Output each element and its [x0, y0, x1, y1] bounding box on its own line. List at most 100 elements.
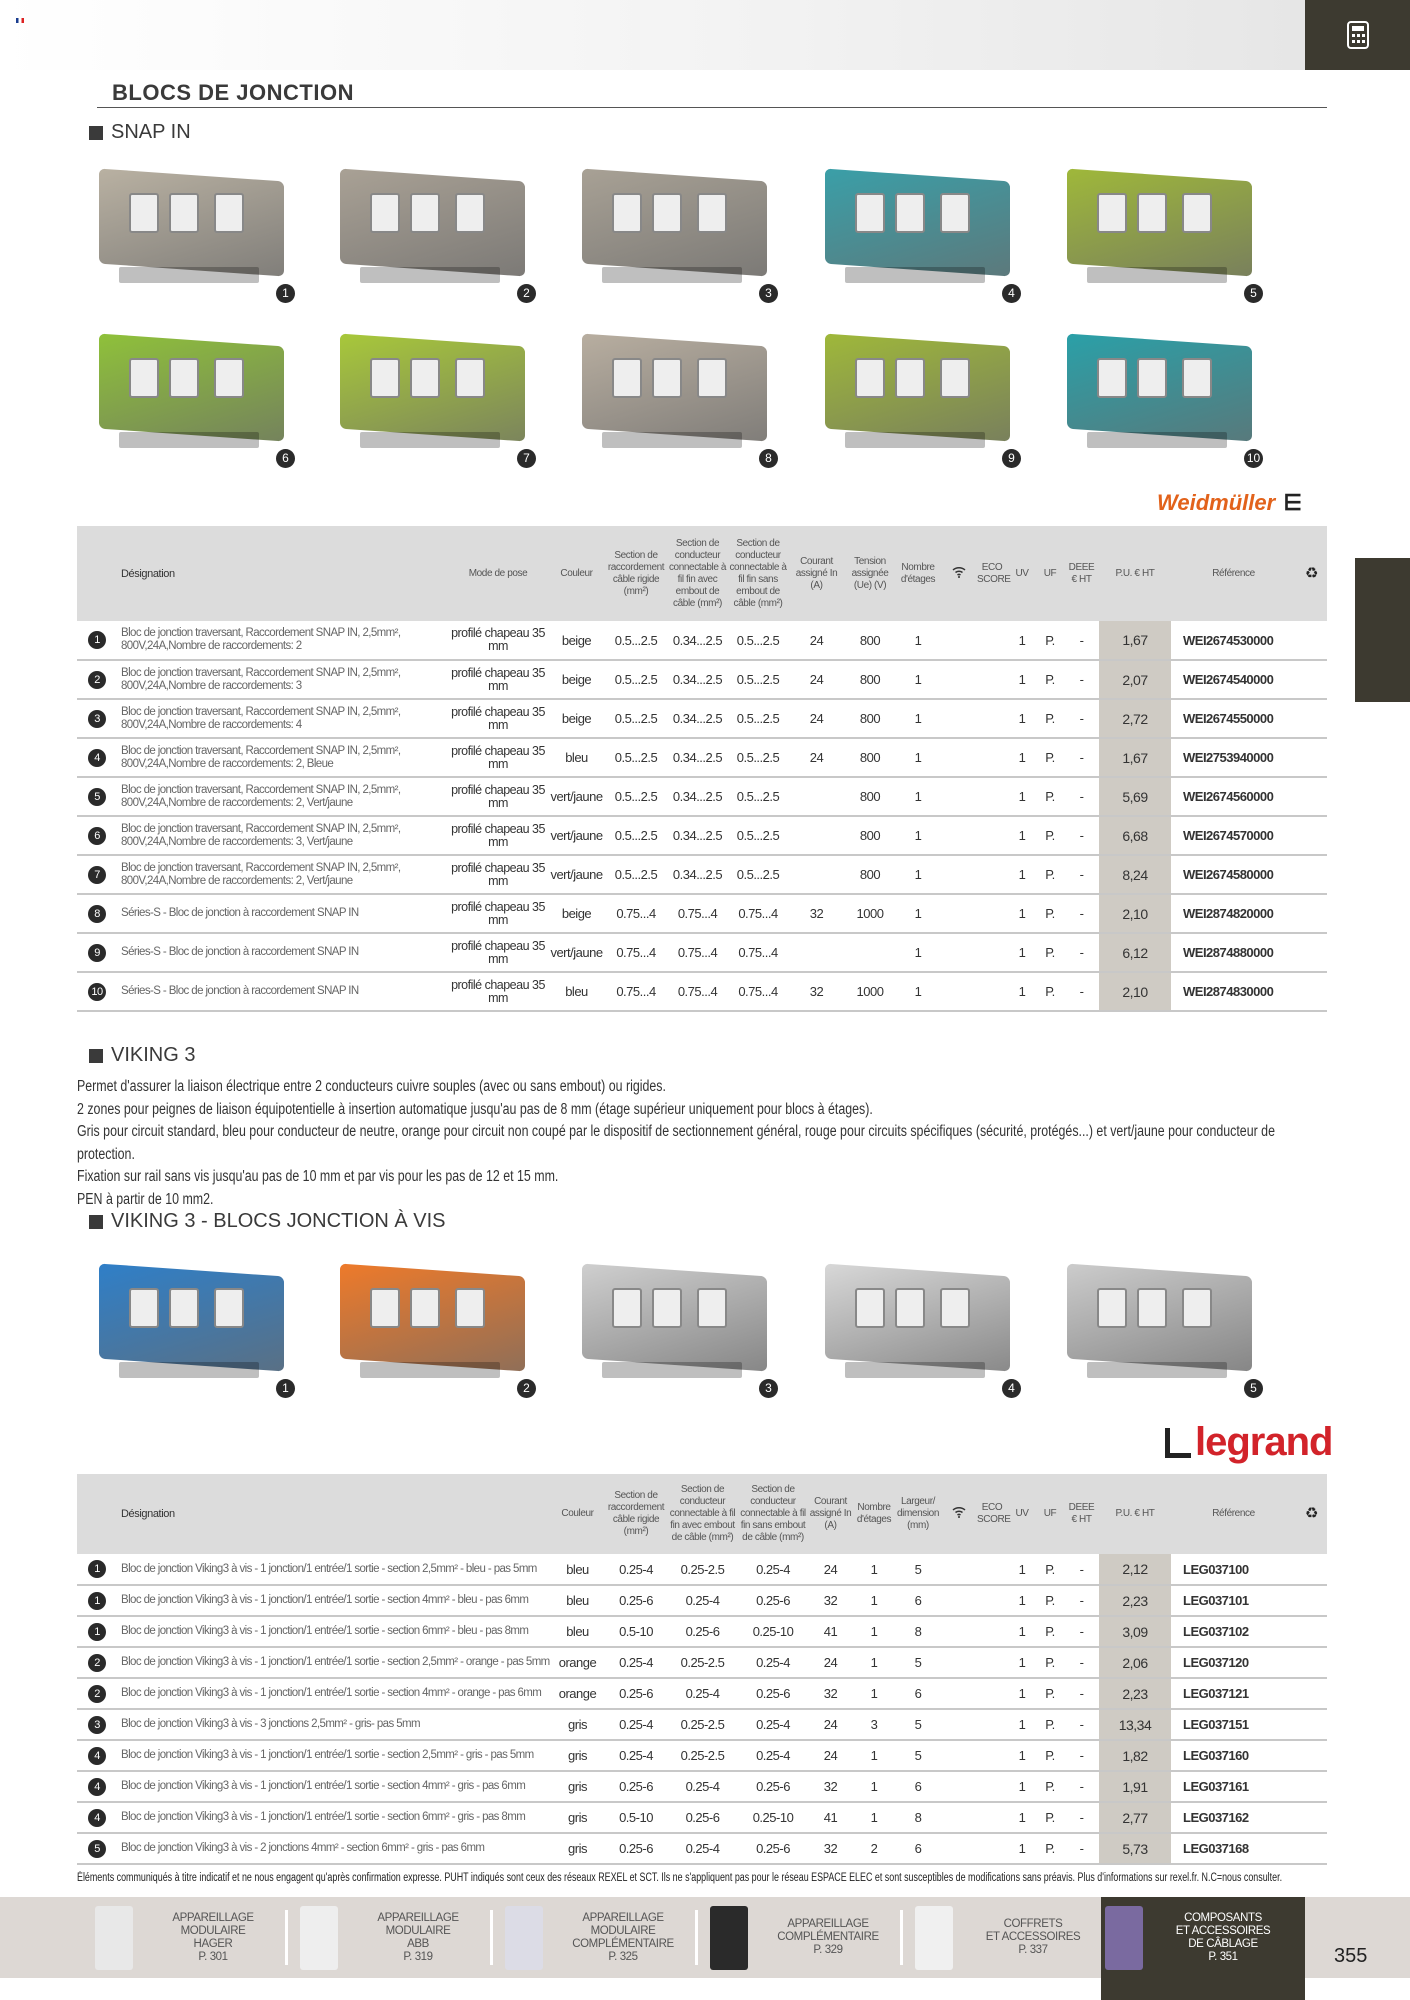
rail-foot — [360, 267, 500, 283]
cell — [976, 699, 1008, 739]
cell: 1 — [1008, 1771, 1036, 1803]
cell — [976, 933, 1008, 973]
clamp-shape — [612, 358, 642, 398]
cell — [1296, 699, 1327, 739]
column-header: ECO SCORE — [976, 526, 1011, 621]
cell: 0.5...2.5 — [605, 777, 667, 817]
cell: 6 — [895, 1833, 941, 1865]
cell — [976, 621, 1008, 661]
cell: 4 — [77, 1802, 117, 1834]
unit-price: 1,91 — [1099, 1771, 1171, 1803]
clamp-shape — [652, 193, 682, 233]
cell: P. — [1036, 1678, 1064, 1710]
cell: P. — [1036, 1709, 1064, 1741]
image-number-badge: 7 — [517, 449, 536, 468]
designation: Séries-S - Bloc de jonction à raccordeme… — [117, 972, 448, 1012]
cell: 0.25-4 — [667, 1833, 738, 1865]
column-header: Tension assignée (Ue) (V) — [845, 526, 895, 621]
cell — [976, 1616, 1008, 1648]
row-number-badge: 1 — [88, 631, 106, 649]
cell: 0.75...4 — [728, 972, 788, 1012]
designation: Bloc de jonction traversant, Raccordemen… — [117, 660, 448, 700]
cell: vert/jaune — [548, 933, 605, 973]
mode-de-pose: profilé chapeau 35 mm — [448, 933, 548, 973]
column-header: UF — [1036, 526, 1064, 621]
section-side-tab[interactable] — [1355, 558, 1410, 702]
product-image: 1 — [89, 1250, 299, 1400]
clamp-shape — [855, 1288, 885, 1328]
cell: 0.25-4 — [605, 1740, 667, 1772]
clamp-shape — [940, 193, 970, 233]
cell: 0.5-10 — [605, 1616, 667, 1648]
unit-price: 13,34 — [1099, 1709, 1171, 1741]
cell: 5 — [895, 1554, 941, 1586]
cell: 32 — [808, 1678, 853, 1710]
cell — [788, 777, 845, 817]
product-image: 3 — [572, 155, 782, 305]
cell: 1 — [77, 1585, 117, 1617]
unit-price: 6,68 — [1099, 816, 1171, 856]
label-line: COMPLÉMENTAIRE — [572, 1937, 674, 1950]
cell: 5 — [895, 1709, 941, 1741]
cell: 0.25-6 — [738, 1771, 808, 1803]
cell: 0.5-10 — [605, 1802, 667, 1834]
designation: Bloc de jonction traversant, Raccordemen… — [117, 777, 448, 817]
clamp-shape — [1097, 193, 1127, 233]
cell: orange — [550, 1647, 605, 1679]
cell: 0.25-4 — [667, 1678, 738, 1710]
cell: 4 — [77, 738, 117, 778]
cell: P. — [1036, 1554, 1064, 1586]
row-number-badge: 1 — [88, 1591, 106, 1610]
cell: 1 — [1008, 1554, 1036, 1586]
cell — [941, 816, 976, 856]
cell: 1 — [895, 777, 941, 817]
calculator-button[interactable] — [1305, 0, 1410, 70]
clamp-shape — [697, 193, 727, 233]
cell: 0.5...2.5 — [728, 777, 788, 817]
cell — [941, 1554, 976, 1586]
column-header: UV — [1008, 1474, 1036, 1554]
clamp-shape — [129, 1288, 159, 1328]
cell — [941, 1740, 976, 1772]
cell: vert/jaune — [548, 816, 605, 856]
section-heading-text: VIKING 3 — [111, 1044, 196, 1066]
cell: P. — [1036, 699, 1064, 739]
clamp-shape — [652, 358, 682, 398]
column-header: Désignation — [117, 526, 448, 621]
cell: P. — [1036, 1771, 1064, 1803]
cell: bleu — [550, 1585, 605, 1617]
row-number-badge: 2 — [88, 1684, 106, 1703]
rail-foot — [602, 267, 742, 283]
cell: 6 — [77, 816, 117, 856]
label-line: P. 325 — [608, 1950, 638, 1963]
column-header: Couleur — [550, 1474, 605, 1554]
reference: WEI2674540000 — [1171, 660, 1296, 700]
